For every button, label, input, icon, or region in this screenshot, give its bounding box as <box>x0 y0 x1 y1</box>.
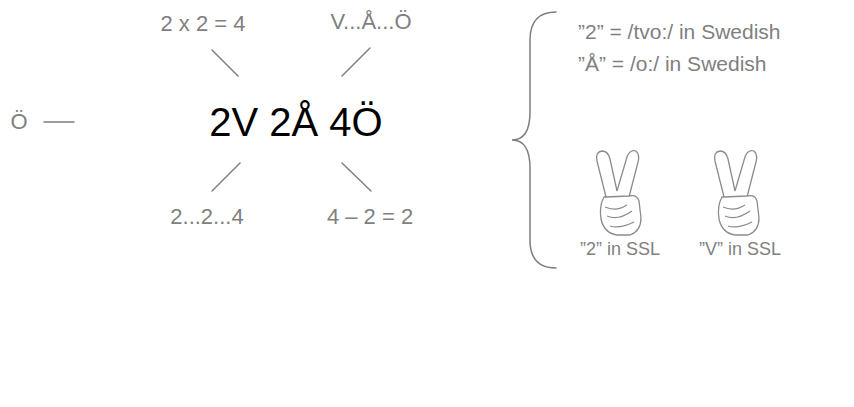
sign-caption: ”2” in SSL <box>580 239 660 260</box>
curly-brace <box>512 12 556 268</box>
sequence-label: 2...2...4 <box>170 204 243 229</box>
leader-line <box>342 163 371 191</box>
leader-line <box>212 163 240 191</box>
hand-sign <box>715 151 759 235</box>
leader-line <box>342 48 370 76</box>
leader-line <box>212 50 238 76</box>
leader-line <box>44 121 74 123</box>
note-text: ”Å” = /o:/ in Swedish <box>578 52 767 76</box>
central-text: 2V 2Å 4Ö <box>209 99 382 145</box>
hand-sign <box>597 151 641 235</box>
note-text: ”2” = /tvo:/ in Swedish <box>578 20 781 44</box>
letter-label: Ö <box>10 109 27 134</box>
equation-label: 4 – 2 = 2 <box>327 204 413 229</box>
equation-label: 2 x 2 = 4 <box>160 11 245 36</box>
sequence-label: V...Å...Ö <box>330 9 411 34</box>
sign-caption: ”V” in SSL <box>699 239 781 260</box>
